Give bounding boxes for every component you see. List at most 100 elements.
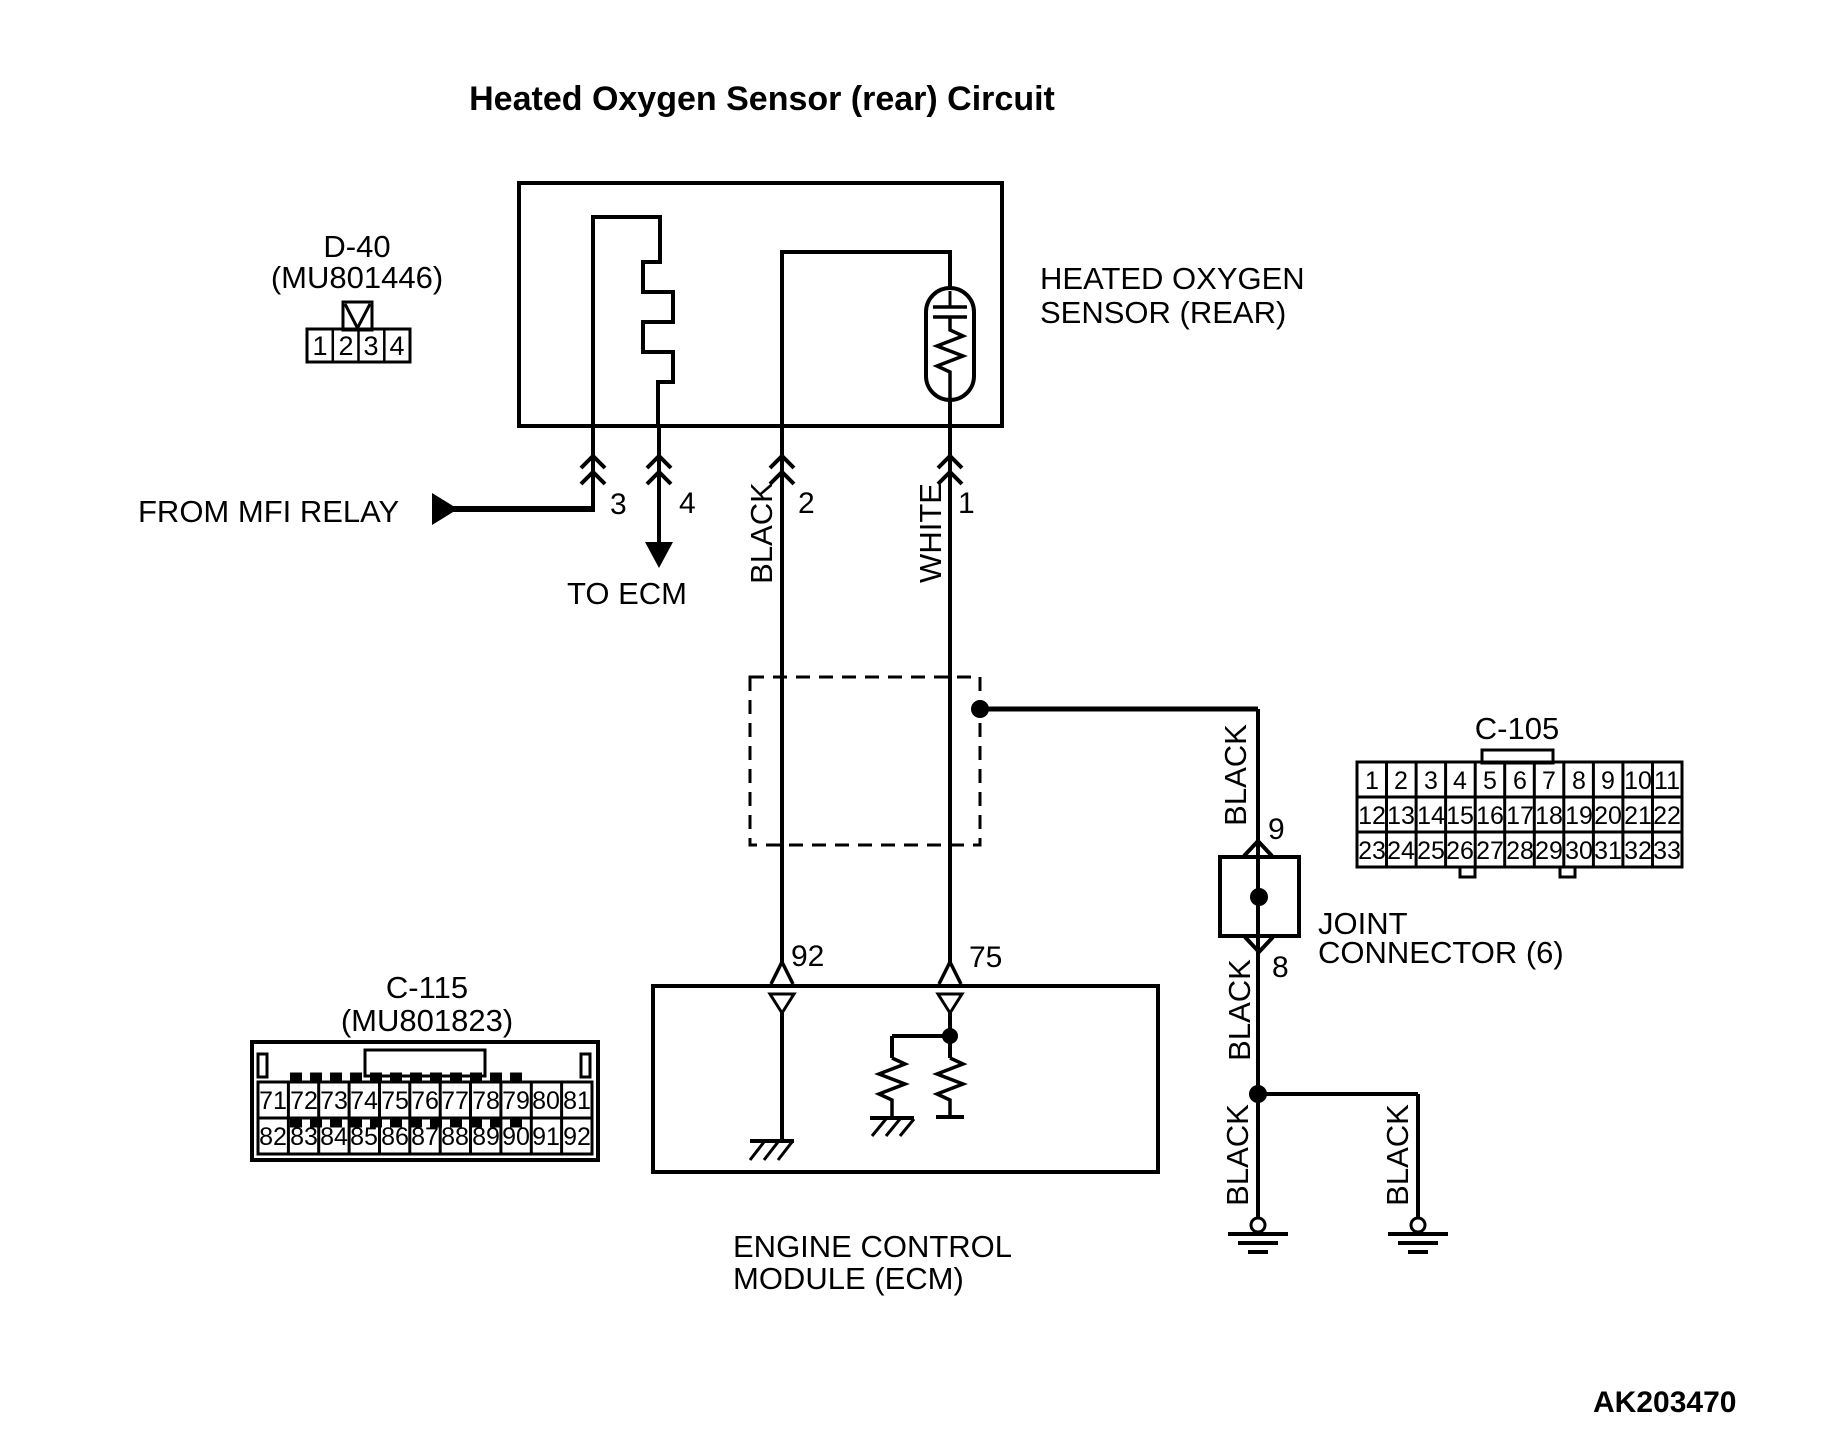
svg-text:71: 71 — [259, 1087, 287, 1115]
from-mfi-relay-label: FROM MFI RELAY — [138, 494, 399, 529]
svg-text:84: 84 — [320, 1123, 348, 1151]
dashed-shield-box — [748, 675, 982, 847]
svg-text:8: 8 — [1572, 767, 1586, 795]
heater-loop-wire — [780, 250, 952, 426]
svg-text:82: 82 — [259, 1123, 287, 1151]
svg-text:5: 5 — [1483, 767, 1497, 795]
riser-chevron-up — [1242, 838, 1274, 858]
pin9-number: 9 — [1268, 813, 1285, 846]
svg-text:91: 91 — [532, 1123, 560, 1151]
svg-text:90: 90 — [502, 1123, 530, 1151]
sensor-label-line1: HEATED OXYGEN — [1040, 261, 1305, 296]
svg-text:85: 85 — [350, 1123, 378, 1151]
riser-low-color-label: BLACK — [1220, 1104, 1255, 1206]
svg-text:18: 18 — [1535, 802, 1563, 830]
ecm-label-line1: ENGINE CONTROL — [733, 1229, 1012, 1264]
svg-text:22: 22 — [1653, 802, 1681, 830]
ecm-internal-pin92 — [748, 1013, 794, 1161]
svg-text:9: 9 — [1601, 767, 1615, 795]
svg-text:3: 3 — [1424, 767, 1438, 795]
d40-pin-numbers: 1 2 3 4 — [312, 331, 404, 361]
svg-text:33: 33 — [1653, 837, 1681, 865]
svg-text:79: 79 — [502, 1087, 530, 1115]
c105-pin-grid: 1 2 3 4 5 6 7 8 9 10 11 12 13 14 15 16 1… — [1358, 767, 1681, 865]
svg-text:25: 25 — [1417, 837, 1445, 865]
wire-pin4 — [645, 426, 673, 568]
d40-part: (MU801446) — [271, 260, 443, 295]
d40-connector — [305, 300, 412, 364]
svg-text:27: 27 — [1476, 837, 1504, 865]
joint-connector-box — [1218, 855, 1301, 938]
d40-name: D-40 — [323, 229, 390, 264]
svg-text:92: 92 — [563, 1123, 591, 1151]
svg-text:2: 2 — [338, 331, 353, 361]
page-title: Heated Oxygen Sensor (rear) Circuit — [469, 80, 1055, 118]
svg-text:87: 87 — [411, 1123, 439, 1151]
svg-text:17: 17 — [1506, 802, 1534, 830]
svg-text:29: 29 — [1535, 837, 1563, 865]
joint-connector-label-line1: JOINT — [1318, 906, 1408, 941]
pin3-number: 3 — [610, 488, 627, 521]
c115-part: (MU801823) — [341, 1003, 513, 1038]
svg-text:2: 2 — [1394, 767, 1408, 795]
pin75-number: 75 — [969, 941, 1002, 974]
c105-name: C-105 — [1475, 711, 1559, 746]
svg-text:14: 14 — [1417, 802, 1445, 830]
earth-ground-right — [1388, 1216, 1448, 1254]
svg-text:13: 13 — [1387, 802, 1415, 830]
earth-ground-left — [1228, 1216, 1288, 1254]
svg-text:23: 23 — [1358, 837, 1386, 865]
to-ecm-arrow-icon — [645, 542, 673, 568]
c115-name: C-115 — [386, 970, 468, 1005]
c105-connector — [1355, 748, 1684, 879]
c115-connector — [250, 1040, 600, 1162]
pin2-number: 2 — [798, 487, 815, 520]
ecm-pin75-socket — [935, 992, 965, 1016]
svg-text:7: 7 — [1542, 767, 1556, 795]
sensor-box — [517, 181, 1004, 428]
svg-text:30: 30 — [1565, 837, 1593, 865]
svg-text:32: 32 — [1624, 837, 1652, 865]
wire1-color-label: WHITE — [913, 483, 948, 583]
joint-connector-label-line2: CONNECTOR (6) — [1318, 935, 1564, 970]
svg-text:24: 24 — [1387, 837, 1415, 865]
svg-text:73: 73 — [320, 1087, 348, 1115]
to-ecm-label: TO ECM — [567, 576, 687, 611]
svg-text:31: 31 — [1594, 837, 1622, 865]
connector-chevrons — [579, 453, 964, 486]
svg-text:1: 1 — [1365, 767, 1379, 795]
svg-text:1: 1 — [312, 331, 327, 361]
svg-text:16: 16 — [1476, 802, 1504, 830]
pin1-number: 1 — [958, 487, 975, 520]
svg-text:10: 10 — [1624, 767, 1652, 795]
svg-text:21: 21 — [1624, 802, 1652, 830]
svg-text:86: 86 — [381, 1123, 409, 1151]
riser-top-color-label: BLACK — [1218, 724, 1253, 826]
wire2-color-label: BLACK — [744, 482, 779, 584]
svg-text:78: 78 — [472, 1087, 500, 1115]
svg-text:77: 77 — [441, 1087, 469, 1115]
svg-text:4: 4 — [389, 331, 404, 361]
ecm-label-line2: MODULE (ECM) — [733, 1261, 964, 1296]
pin4-number: 4 — [679, 487, 696, 520]
svg-text:28: 28 — [1506, 837, 1534, 865]
pin8-number: 8 — [1272, 951, 1289, 984]
ecm-internal-pin75 — [870, 1013, 968, 1137]
svg-text:74: 74 — [350, 1087, 378, 1115]
oxygen-sensor-element — [924, 286, 976, 402]
ecm-box — [651, 984, 1160, 1174]
svg-text:75: 75 — [381, 1087, 409, 1115]
svg-text:88: 88 — [441, 1123, 469, 1151]
svg-text:26: 26 — [1446, 837, 1474, 865]
riser-mid-color-label: BLACK — [1222, 959, 1257, 1061]
ecm-wire-terminals — [769, 961, 963, 985]
svg-text:15: 15 — [1446, 802, 1474, 830]
pin92-number: 92 — [791, 940, 824, 973]
svg-text:3: 3 — [363, 331, 378, 361]
svg-text:11: 11 — [1654, 767, 1680, 795]
riser-chevron-down — [1243, 935, 1275, 955]
svg-text:76: 76 — [411, 1087, 439, 1115]
svg-text:83: 83 — [290, 1123, 318, 1151]
wire-pin3 — [452, 426, 595, 512]
svg-text:89: 89 — [472, 1123, 500, 1151]
